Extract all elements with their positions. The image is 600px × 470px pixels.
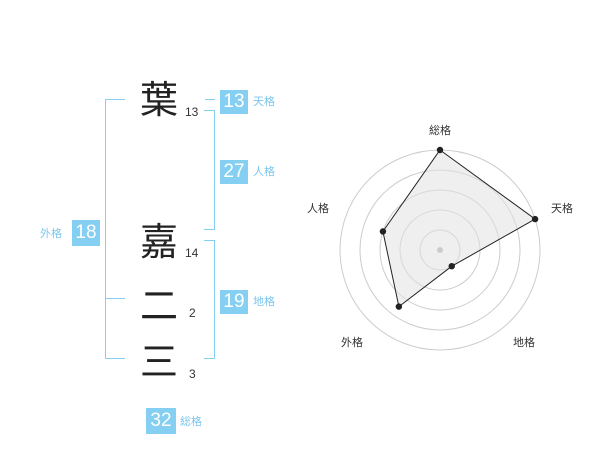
gaikaku-value: 18 [72,220,100,246]
radar-point [379,228,387,235]
radar-ring [379,189,501,311]
radar-points [379,146,539,310]
radar-axis-label-tenkaku: 天格 [551,201,573,215]
radar-ring [339,149,541,351]
name-char-2: 嘉 [140,220,179,264]
stroke-count-1: 13 [185,105,199,119]
radar-series-area [382,149,537,308]
stroke-count-3: 2 [189,306,196,320]
stroke-count-4: 3 [189,367,196,381]
gaikaku-bracket [105,99,125,359]
radar-axis-label-chikaku: 地格 [513,335,535,349]
chikaku-label: 地格 [253,295,275,308]
radar-ring [359,169,521,331]
radar-axis-label-gaikaku: 外格 [341,335,363,349]
chikaku-bracket [204,240,215,359]
soukaku-value: 32 [146,408,176,434]
radar-point [531,215,539,223]
name-char-4: 三 [140,340,179,384]
radar-point [436,146,444,154]
radar-ring [399,209,481,291]
radar-center [437,247,443,253]
name-char-1: 葉 [140,78,179,122]
radar-axis-label-soukaku: 総格 [429,123,451,137]
radar-axis-label-jinkaku: 人格 [307,201,329,215]
radar-ring [419,229,461,271]
tenkaku-value: 13 [220,90,248,114]
chikaku-value: 19 [220,290,248,314]
gaikaku-bracket-tick [105,298,125,299]
jinkaku-label: 人格 [253,165,275,178]
tenkaku-bracket [205,99,215,100]
radar-center-dot [437,247,443,253]
name-char-3: 二 [140,284,179,328]
gaikaku-label: 外格 [40,227,62,240]
stroke-count-2: 14 [185,246,199,260]
soukaku-label: 総格 [180,415,202,428]
radar-point [448,262,455,270]
jinkaku-value: 27 [220,160,248,184]
jinkaku-bracket [204,110,215,230]
radar-grid [339,149,541,351]
radar-point [395,303,403,310]
tenkaku-label: 天格 [253,95,275,108]
